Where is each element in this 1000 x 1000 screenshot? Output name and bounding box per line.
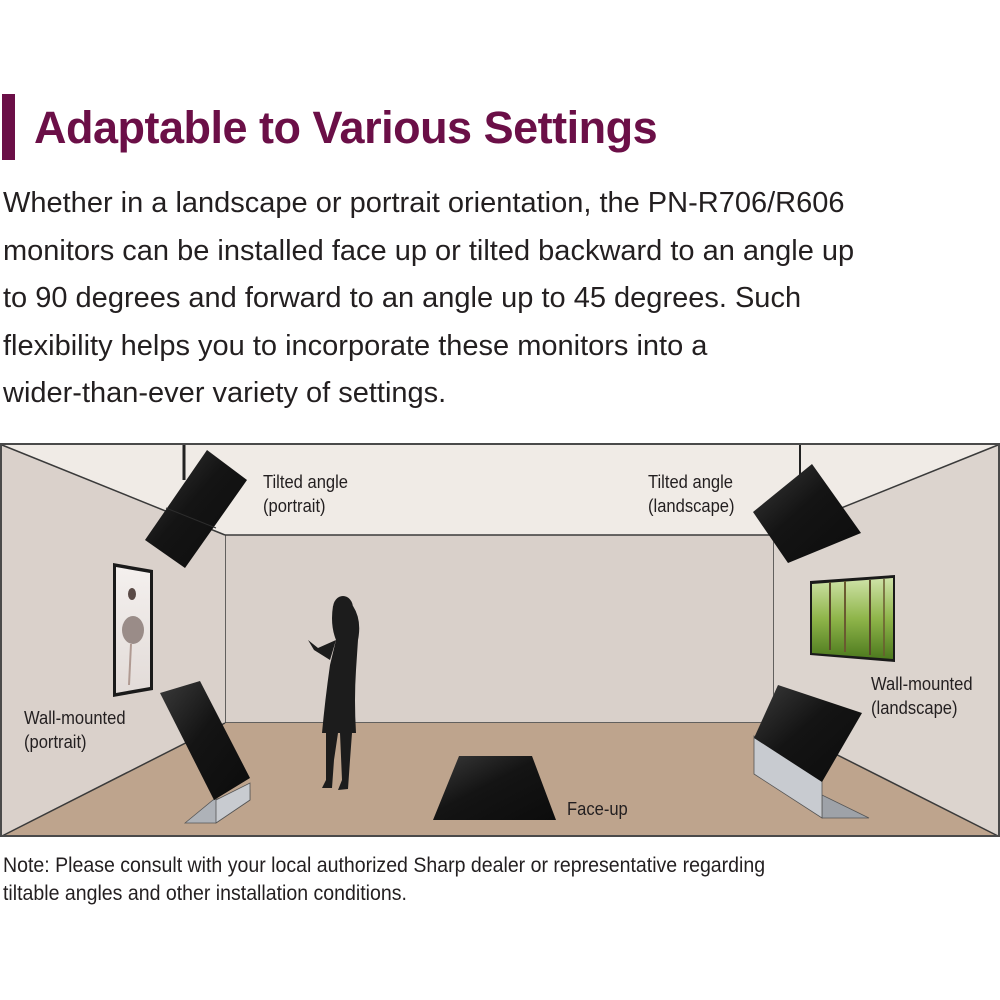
description-line: flexibility helps you to incorporate the… bbox=[3, 329, 708, 362]
heading-accent-bar bbox=[2, 94, 15, 160]
page-title: Adaptable to Various Settings bbox=[34, 102, 658, 153]
face-up-monitor bbox=[433, 756, 556, 820]
label-wall-portrait: Wall-mounted (portrait) bbox=[24, 708, 126, 752]
label-tilted-portrait: Tilted angle (portrait) bbox=[263, 472, 348, 516]
standing-landscape-monitor bbox=[754, 685, 862, 782]
label-tilted-landscape: Tilted angle (landscape) bbox=[648, 472, 735, 516]
installation-note: Note: Please consult with your local aut… bbox=[3, 852, 1000, 908]
room-illustration: Tilted angle (portrait) Tilted angle (la… bbox=[0, 443, 1000, 838]
tilted-landscape-monitor bbox=[753, 464, 861, 563]
back-wall bbox=[224, 534, 775, 724]
note-line: tiltable angles and other installation c… bbox=[3, 882, 407, 905]
note-line: Note: Please consult with your local aut… bbox=[3, 854, 766, 877]
description-line: Whether in a landscape or portrait orien… bbox=[3, 187, 845, 219]
tilted-portrait-monitor bbox=[145, 450, 247, 568]
person-silhouette bbox=[308, 596, 360, 790]
label-face-up: Face-up bbox=[567, 799, 628, 819]
description-line: to 90 degrees and forward to an angle up… bbox=[3, 282, 802, 314]
standing-portrait-monitor bbox=[160, 681, 250, 800]
description-line: wider-than-ever variety of settings. bbox=[3, 377, 447, 409]
label-wall-landscape: Wall-mounted (landscape) bbox=[871, 674, 973, 718]
ceiling bbox=[2, 445, 998, 535]
description-line: monitors can be installed face up or til… bbox=[3, 234, 855, 267]
description-paragraph: Whether in a landscape or portrait orien… bbox=[3, 180, 1000, 418]
